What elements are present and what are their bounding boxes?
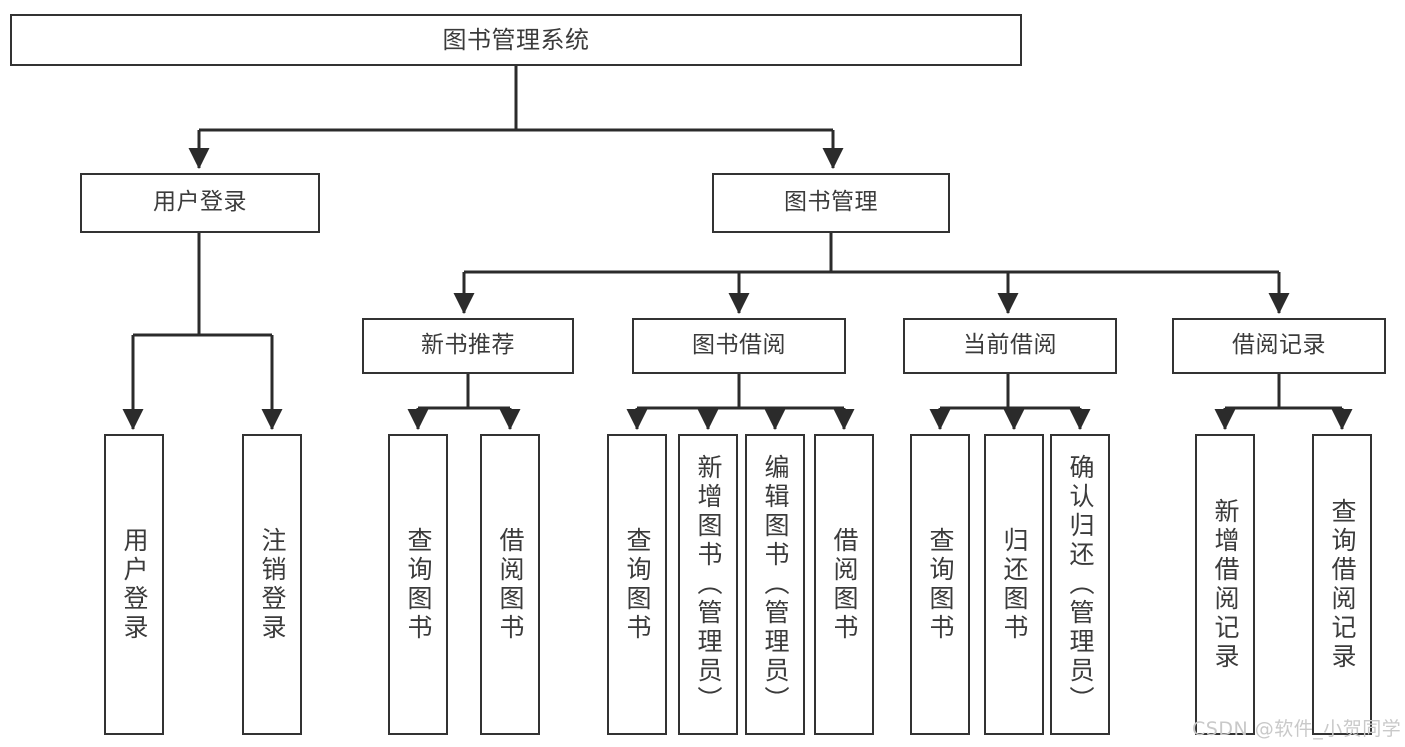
node-root-system[interactable]: 图书管理系统 [10,14,1022,66]
node-label: 查询图书 [926,526,955,643]
node-label: 图书借阅 [692,332,786,359]
node-label: 新增图书（管理员） [694,454,723,715]
node-leaf-add-record[interactable]: 新增借阅记录 [1195,434,1255,735]
node-leaf-user-login[interactable]: 用户登录 [104,434,164,735]
edge-group-book-manage [453,233,1290,315]
node-label: 用户登录 [153,189,247,216]
edge-group-new-book [407,374,521,431]
node-label: 确认归还（管理员） [1066,454,1095,715]
node-new-book-recommend[interactable]: 新书推荐 [362,318,574,374]
edge-group-user-login [122,233,283,431]
node-label: 归还图书 [1000,526,1029,643]
csdn-watermark: CSDN @软件_小贺同学 [1192,718,1402,740]
node-label: 图书管理 [784,189,878,216]
node-borrow-record[interactable]: 借阅记录 [1172,318,1386,374]
node-label: 图书管理系统 [442,25,590,54]
node-leaf-return-book[interactable]: 归还图书 [984,434,1044,735]
edge-group-book-borrow [626,374,855,431]
node-label: 新增借阅记录 [1211,497,1240,672]
node-label: 编辑图书（管理员） [761,454,790,715]
node-label: 当前借阅 [963,332,1057,359]
node-leaf-query-book-3[interactable]: 查询图书 [910,434,970,735]
node-label: 新书推荐 [421,332,515,359]
node-leaf-query-book-2[interactable]: 查询图书 [607,434,667,735]
edge-group-root [188,66,844,170]
node-leaf-query-record[interactable]: 查询借阅记录 [1312,434,1372,735]
edge-group-current-borrow [929,374,1091,431]
node-leaf-edit-book[interactable]: 编辑图书（管理员） [745,434,805,735]
node-label: 查询图书 [623,526,652,643]
node-book-manage[interactable]: 图书管理 [712,173,950,233]
node-user-login[interactable]: 用户登录 [80,173,320,233]
node-leaf-query-book-1[interactable]: 查询图书 [388,434,448,735]
edge-group-borrow-record [1214,374,1353,431]
node-leaf-borrow-book-2[interactable]: 借阅图书 [814,434,874,735]
node-label: 查询借阅记录 [1328,497,1357,672]
node-label: 查询图书 [404,526,433,643]
node-label: 借阅记录 [1232,332,1326,359]
node-current-borrow[interactable]: 当前借阅 [903,318,1117,374]
node-label: 借阅图书 [496,526,525,643]
node-label: 借阅图书 [830,526,859,643]
node-book-borrow[interactable]: 图书借阅 [632,318,846,374]
node-label: 注销登录 [258,526,287,643]
node-leaf-confirm-return[interactable]: 确认归还（管理员） [1050,434,1110,735]
node-label: 用户登录 [120,526,149,643]
node-leaf-logout[interactable]: 注销登录 [242,434,302,735]
node-leaf-add-book[interactable]: 新增图书（管理员） [678,434,738,735]
node-leaf-borrow-book-1[interactable]: 借阅图书 [480,434,540,735]
